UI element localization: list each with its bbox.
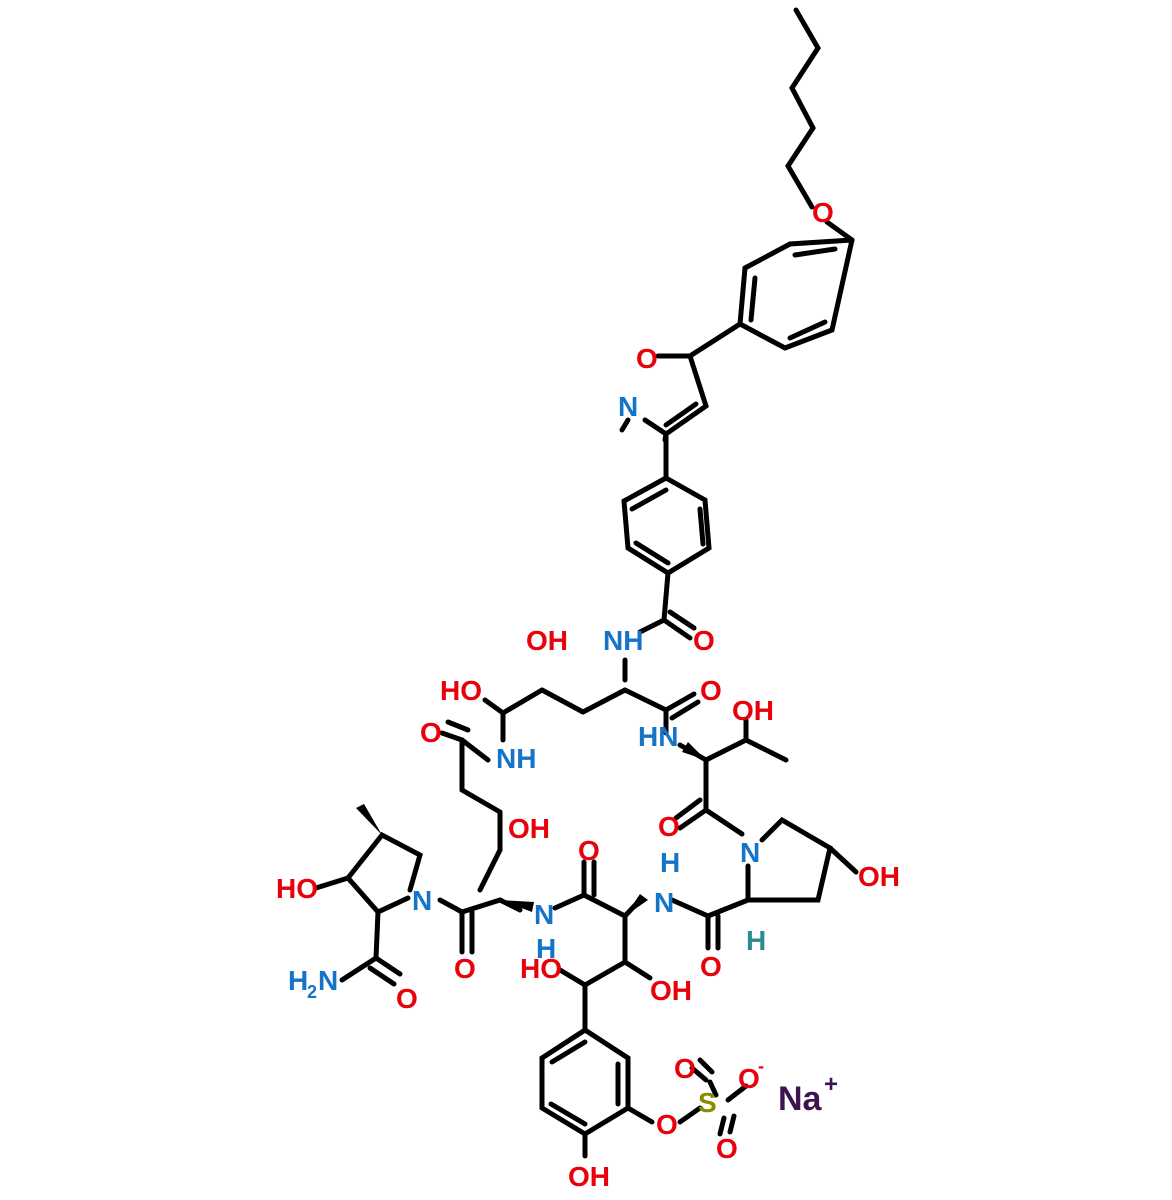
atom-sulfate-oxygen-anion: O -: [738, 1056, 764, 1094]
atom-h-mid: H: [660, 847, 680, 878]
atom-amide-oxygen-pyrrolidine: O: [396, 983, 418, 1014]
atom-threonine-oxygen: O: [658, 811, 680, 842]
svg-text:O: O: [738, 1063, 760, 1094]
atom-h-lower: H: [536, 933, 556, 964]
atom-ring-oxygen-left: O: [420, 717, 442, 748]
atom-carbonyl-oxygen-right-lower: O: [700, 951, 722, 982]
atom-amide-nh-top: NH: [603, 625, 643, 656]
atom-proline-nitrogen-right: N: [740, 837, 760, 868]
atom-sulfur: S: [698, 1087, 717, 1118]
atom-isoxazole-nitrogen: N: [618, 391, 638, 422]
svg-text:H: H: [288, 965, 308, 996]
svg-text:+: +: [824, 1071, 838, 1098]
atom-amine-h2n: H 2 N: [288, 965, 338, 1002]
atom-sulfate-oxygen-c: O: [716, 1133, 738, 1164]
svg-text:2: 2: [307, 982, 317, 1002]
atom-amide-oxygen-top: O: [693, 625, 715, 656]
atom-hydroxyl-mid: OH: [508, 813, 550, 844]
atom-isoxazole-oxygen: O: [636, 343, 658, 374]
atom-hn-right: HN: [638, 721, 678, 752]
atom-phenol-hydroxyl: OH: [568, 1161, 610, 1192]
atom-amide-nitrogen-right-lower: N: [654, 887, 674, 918]
svg-text:-: -: [758, 1056, 764, 1076]
atom-labels: O O N NH O OH HO O OH NH O HN OH O O H N…: [276, 197, 900, 1192]
atom-ether-oxygen: O: [812, 197, 834, 228]
atom-aryl-ether-oxygen: O: [656, 1109, 678, 1140]
atom-ring-oxygen-right: O: [700, 675, 722, 706]
atom-hydroxyl-top: OH: [526, 625, 568, 656]
atom-benzylic-hydroxyl-left: HO: [520, 953, 562, 984]
atom-benzylic-hydroxyl-right: OH: [650, 975, 692, 1006]
atom-amide-nitrogen-lower: N: [534, 899, 554, 930]
sodium-counterion: Na +: [778, 1071, 838, 1118]
atom-proline-stereo-h: H: [746, 925, 766, 956]
atom-threonine-hydroxyl: OH: [732, 695, 774, 726]
atom-proline-hydroxyl: OH: [858, 861, 900, 892]
atom-pyrrolidine-nitrogen: N: [412, 885, 432, 916]
atom-carbonyl-oxygen-left: O: [454, 953, 476, 984]
atom-pyrrolidine-hydroxyl: HO: [276, 873, 318, 904]
atom-hydroxyl-left: HO: [440, 675, 482, 706]
atom-ring-nh-left: NH: [496, 743, 536, 774]
svg-text:N: N: [318, 965, 338, 996]
svg-text:Na: Na: [778, 1080, 823, 1118]
atom-sulfate-oxygen-a: O: [674, 1053, 696, 1084]
atom-carbonyl-oxygen-mid: O: [578, 835, 600, 866]
stereo-wedges: [356, 742, 706, 916]
